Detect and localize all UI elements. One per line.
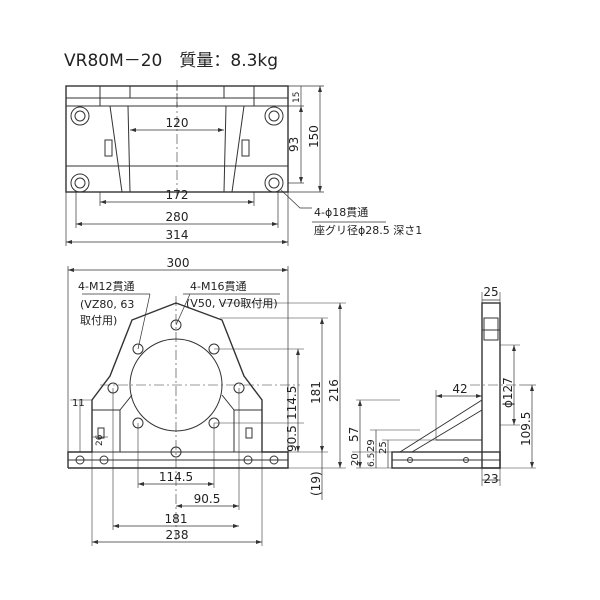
dim-216: 216: [327, 379, 341, 402]
dim-114-5-horizontal: 114.5: [159, 470, 193, 484]
side-view-arrows: [358, 345, 534, 468]
m16-note-line-1: 4-M16貫通: [190, 280, 246, 293]
dim-120: 120: [166, 116, 189, 130]
dim-11: 11: [72, 398, 85, 409]
hole-note-line-1: 4-ϕ18貫通: [314, 206, 368, 219]
dim-172: 172: [166, 188, 189, 202]
m12-note-line-2: (VZ80, 63: [80, 298, 134, 311]
dim-314: 314: [166, 228, 189, 242]
m12-note-line-3: 取付用): [80, 314, 117, 327]
hole-note-line-2: 座グリ径ϕ28.5 深さ1: [314, 223, 422, 237]
dim-90-5-horizontal: 90.5: [194, 492, 221, 506]
dim-26: 26: [95, 434, 105, 446]
dim-181-vertical: 181: [309, 381, 323, 404]
dim-280: 280: [166, 210, 189, 224]
top-view-arrows: [66, 86, 322, 244]
dim-29: 29: [366, 439, 377, 452]
m12-note-line-1: 4-M12貫通: [78, 280, 134, 293]
dim-150: 150: [307, 125, 321, 148]
dim-114-5-vertical: 114.5: [285, 386, 299, 420]
dim-90-5-vertical: 90.5: [285, 425, 299, 452]
dim-93: 93: [287, 137, 301, 152]
dim-300: 300: [167, 256, 190, 270]
m16-note-line-2: (V50, V70取付用): [186, 297, 278, 310]
dim-238: 238: [166, 528, 189, 542]
side-view-plate: [481, 302, 501, 469]
dim-phi127: ϕ127: [501, 377, 515, 408]
dim-42: 42: [452, 382, 467, 396]
dim-109-5: 109.5: [519, 412, 533, 446]
dim-6-5: 6.5: [367, 453, 377, 467]
side-view: [352, 292, 536, 486]
dim-25-left: 25: [378, 441, 389, 454]
dim-23: 23: [483, 472, 498, 486]
drawing-title: VR80M－20 質量：8.3kg: [64, 51, 279, 71]
top-view: [65, 80, 386, 246]
dim-20: 20: [350, 453, 361, 466]
front-view: [67, 266, 346, 546]
front-view-arrows: [68, 268, 342, 544]
dim-25-top: 25: [483, 285, 498, 299]
dim-19: (19): [309, 471, 323, 496]
dim-181-horizontal: 181: [165, 512, 188, 526]
dim-15: 15: [292, 92, 302, 103]
dim-57: 57: [347, 427, 361, 442]
